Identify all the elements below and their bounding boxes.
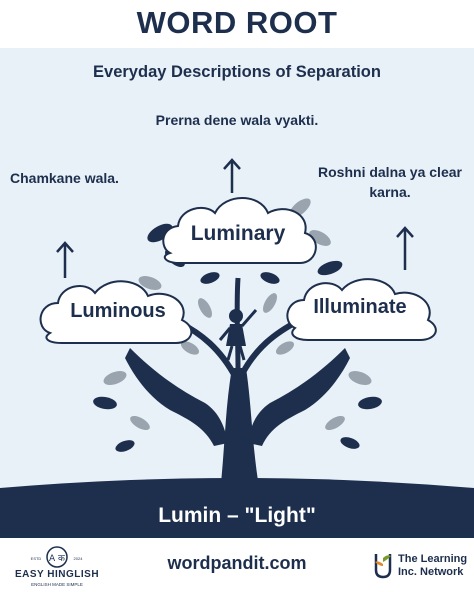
word-illuminate: Illuminate <box>313 296 407 318</box>
site-link[interactable]: wordpandit.com <box>167 553 307 573</box>
easy-hinglish-tagline: ENGLISH MADE SIMPLE <box>31 582 83 587</box>
child-figure <box>218 309 258 361</box>
tree-trunk <box>220 368 260 493</box>
logo-year: 2024 <box>74 556 84 561</box>
subtitle: Everyday Descriptions of Separation <box>93 63 381 81</box>
word-luminary: Luminary <box>190 222 286 245</box>
learning-network-icon <box>374 554 392 579</box>
arrow-luminous <box>56 241 74 278</box>
definition-luminous: Chamkane wala. <box>10 170 119 186</box>
header: WORD ROOT <box>0 0 474 46</box>
easy-hinglish-logo: A क ESTD 2024 <box>31 546 84 568</box>
definition-illuminate: Roshni dalna ya clear karna. <box>318 164 462 200</box>
easy-hinglish-name: EASY HINGLISH <box>14 569 100 580</box>
cloud-luminary <box>162 197 317 264</box>
arrow-illuminate <box>396 226 414 270</box>
right-hand <box>248 348 350 446</box>
cloud-luminous <box>39 280 193 344</box>
cloud-illuminate <box>286 278 437 341</box>
branch-center <box>234 277 241 369</box>
left-hand <box>125 348 228 446</box>
learning-network-line2: Inc. Network <box>398 566 464 578</box>
logo-estd: ESTD <box>31 556 42 561</box>
word-luminous: Luminous <box>70 300 166 322</box>
page-title: WORD ROOT <box>136 5 338 40</box>
ground <box>0 478 474 538</box>
tree-illustration <box>0 158 474 538</box>
logo-emblem-text: A क <box>49 554 66 564</box>
footer <box>0 540 474 592</box>
learning-network-logo: The Learning Inc. Network <box>398 553 467 579</box>
arrow-luminary <box>223 158 241 193</box>
learning-network-line1: The Learning <box>398 553 468 565</box>
definition-luminary: Prerna dene wala vyakti. <box>155 112 319 128</box>
root-label: Lumin – "Light" <box>158 504 316 527</box>
